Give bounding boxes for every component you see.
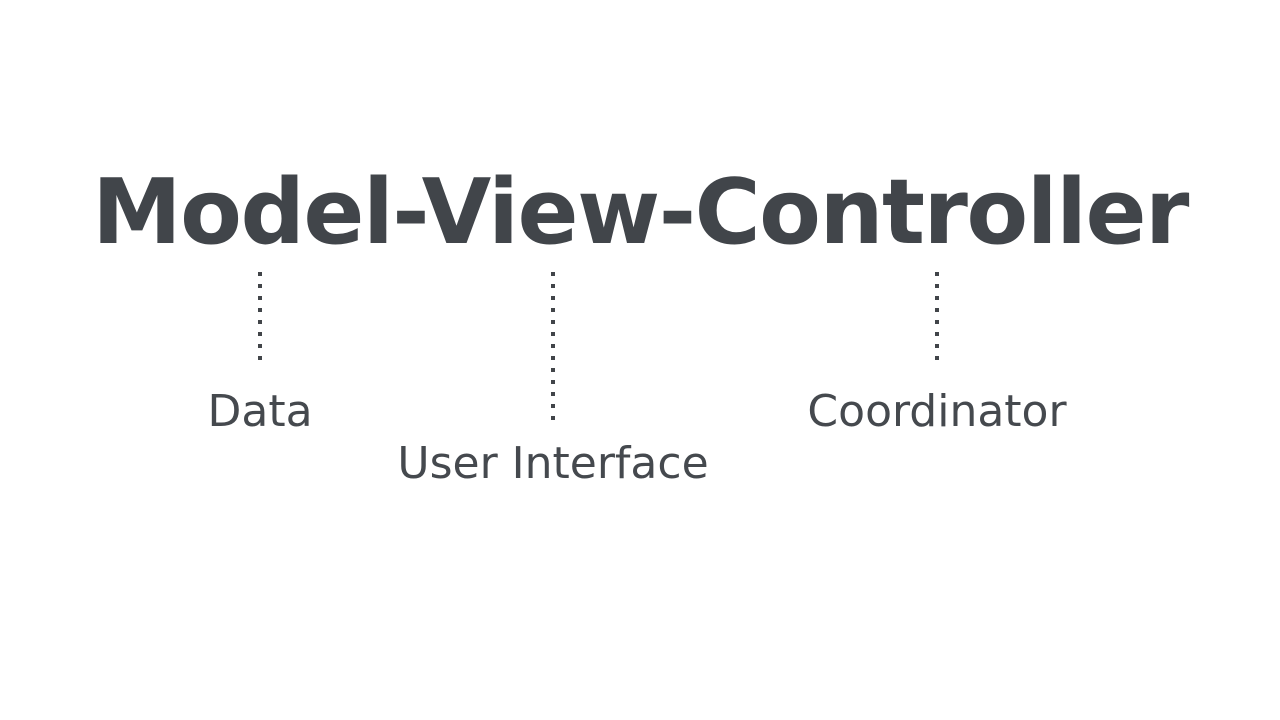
annotation-label-controller: Coordinator [807, 386, 1067, 437]
annotation-label-model: Data [207, 386, 313, 437]
annotation-label-view: User Interface [397, 438, 709, 489]
page-title: Model-View-Controller [92, 160, 1189, 265]
leader-line-view [551, 272, 555, 420]
leader-line-controller [935, 272, 939, 368]
leader-line-model [258, 272, 262, 368]
